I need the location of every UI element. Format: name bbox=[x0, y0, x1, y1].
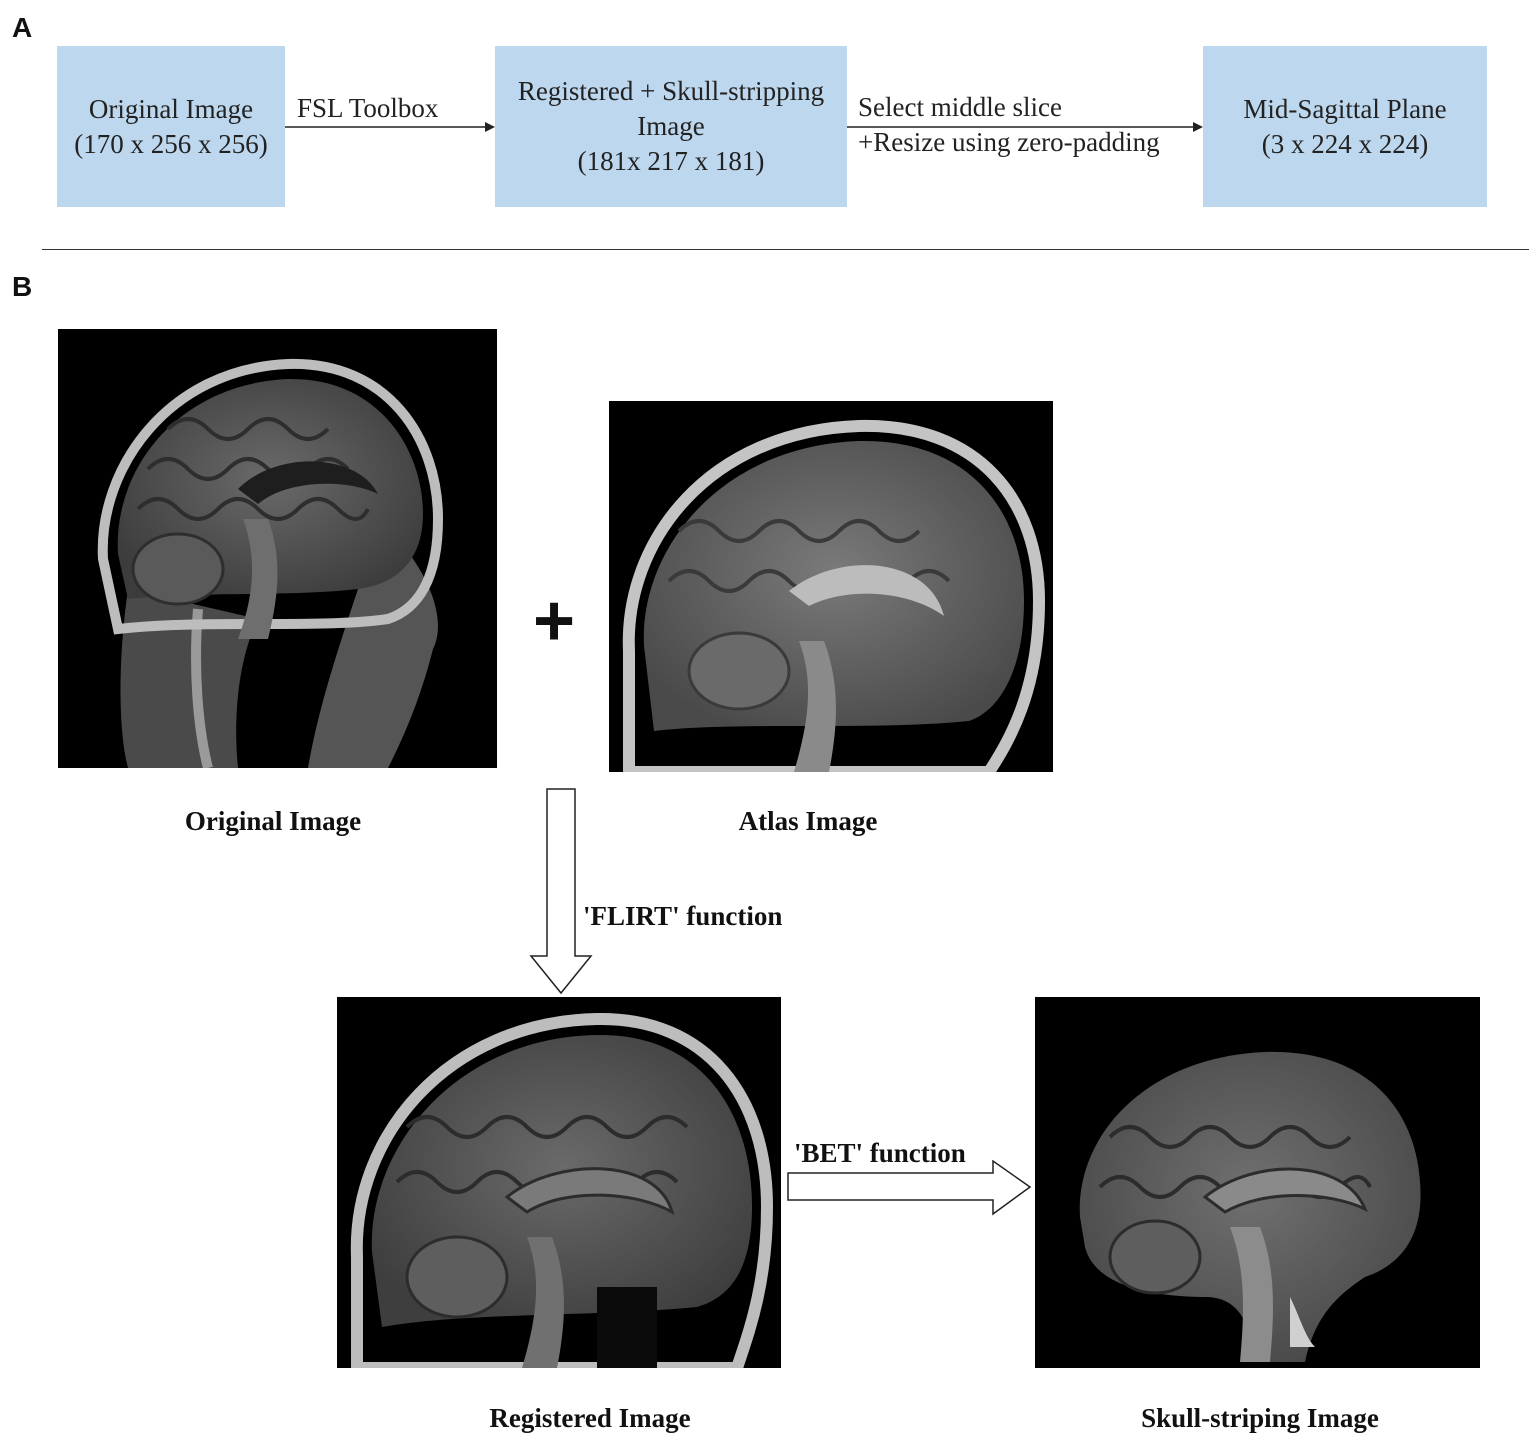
caption-atlas-image: Atlas Image bbox=[738, 806, 878, 836]
flirt-down-arrow bbox=[529, 788, 593, 995]
box-registered-line1: Registered + Skull-stripping bbox=[517, 76, 825, 106]
arrow-label-select-slice: Select middle slice +Resize using zero-p… bbox=[858, 90, 1160, 160]
arrow-label-select-line2: +Resize using zero-padding bbox=[858, 127, 1160, 157]
box-original-line2: (170 x 256 x 256) bbox=[74, 128, 268, 159]
caption-registered-image: Registered Image bbox=[489, 1403, 691, 1433]
box-registered-line3: (181x 217 x 181) bbox=[577, 146, 765, 176]
caption-skull-striping-image: Skull-striping Image bbox=[1141, 1403, 1379, 1433]
registered-mri-image bbox=[337, 997, 781, 1368]
caption-original-image: Original Image bbox=[184, 806, 362, 836]
box-registered-line2: Image bbox=[637, 111, 705, 141]
flirt-function-label: 'FLIRT' function bbox=[583, 901, 783, 931]
panel-a-arrows bbox=[285, 122, 1203, 132]
bet-function-label: 'BET' function bbox=[794, 1138, 966, 1168]
arrow-select-slice bbox=[847, 122, 1203, 132]
arrow-label-fsl-toolbox: FSL Toolbox bbox=[297, 93, 439, 123]
panel-letter-a: A bbox=[12, 12, 33, 43]
plus-sign: + bbox=[533, 581, 576, 661]
panel-divider bbox=[42, 249, 1529, 250]
bet-right-arrow bbox=[787, 1160, 1032, 1216]
arrow-fsl bbox=[285, 122, 495, 132]
box-registered-skull-stripping: Registered + Skull-stripping Image (181x… bbox=[495, 46, 847, 207]
original-mri-image bbox=[58, 329, 497, 768]
skull-stripped-mri-image bbox=[1035, 997, 1480, 1368]
box-original-image: Original Image (170 x 256 x 256) bbox=[57, 46, 285, 207]
box-midsagittal-line1: Mid-Sagittal Plane bbox=[1243, 93, 1447, 124]
panel-letter-b: B bbox=[12, 271, 33, 302]
arrow-label-select-line1: Select middle slice bbox=[858, 92, 1062, 122]
box-original-line1: Original Image bbox=[88, 93, 254, 124]
box-mid-sagittal-plane: Mid-Sagittal Plane (3 x 224 x 224) bbox=[1203, 46, 1487, 207]
box-midsagittal-line2: (3 x 224 x 224) bbox=[1261, 128, 1429, 159]
atlas-mri-image bbox=[609, 401, 1053, 772]
